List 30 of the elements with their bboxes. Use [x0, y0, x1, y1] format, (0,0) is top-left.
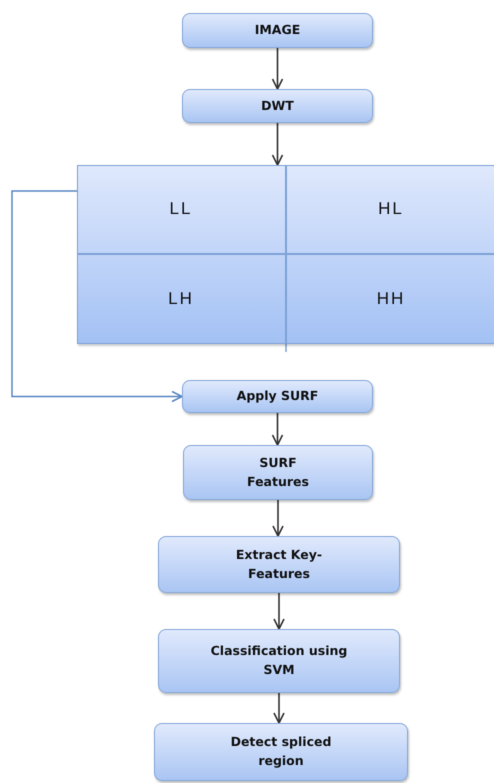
arrow [272, 48, 284, 90]
box-label: IMAGE [254, 21, 302, 40]
box-label: SURF Features [246, 454, 310, 490]
box-label: Extract Key- Features [234, 546, 324, 582]
cell-label: LH [167, 288, 195, 310]
box-label: Detect spliced region [230, 733, 332, 770]
cell-label: LL [168, 198, 194, 220]
process-box [182, 13, 373, 48]
process-box [182, 89, 373, 123]
arrow [272, 123, 284, 166]
arrow [11, 190, 183, 402]
grid-cell [286, 164, 494, 254]
process-box [154, 723, 408, 781]
process-box [158, 536, 400, 593]
cell-label: HL [377, 198, 405, 220]
cell-label: HH [376, 288, 406, 310]
arrow [273, 693, 285, 724]
grid-cell [286, 254, 494, 344]
box-label: Apply SURF [236, 387, 320, 406]
arrow [273, 593, 285, 630]
arrow [272, 500, 284, 537]
subband-grid [77, 165, 494, 344]
process-box [182, 380, 373, 413]
arrow [272, 413, 284, 446]
box-label: Classification using SVM [210, 642, 348, 679]
process-box [158, 629, 400, 693]
grid-cell [76, 164, 286, 254]
process-box [183, 445, 373, 500]
grid-cell [76, 254, 286, 344]
box-label: DWT [260, 96, 295, 115]
